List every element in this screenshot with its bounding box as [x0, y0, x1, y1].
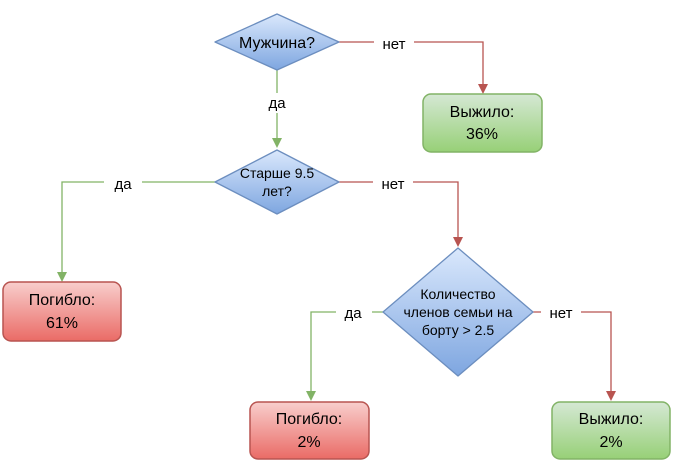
edge-label-bg: [104, 174, 142, 192]
outcome-died-2-line2: 2%: [297, 434, 320, 451]
edge-label-family-yes: да: [344, 305, 362, 322]
outcome-died-61-line1: Погибло:: [29, 292, 95, 309]
decision-family-label-line1: Количество: [420, 286, 495, 302]
outcome-survived-36-line1: Выжило:: [450, 104, 515, 121]
decision-age-label-line1: Старше 9.5: [240, 165, 315, 181]
decision-male: Мужчина?: [214, 13, 340, 71]
edge-age-yes: [57, 181, 215, 282]
outcome-survived-36-line2: 36%: [466, 126, 498, 143]
outcome-died-61: Погибло: 61%: [2, 281, 122, 342]
decision-family-label-line3: борту > 2.5: [422, 322, 494, 338]
edge-label-bg: [336, 303, 372, 321]
outcome-survived-2: Выжило: 2%: [551, 401, 671, 460]
edge-label-age-yes: да: [114, 176, 132, 193]
decision-family: Количество членов семьи на борту > 2.5: [382, 247, 534, 377]
edge-label-male-no: нет: [383, 36, 406, 53]
edge-label-male-yes: да: [268, 95, 286, 112]
edge-family-no: [533, 311, 616, 401]
outcome-died-2: Погибло: 2%: [249, 401, 370, 460]
decision-age: Старше 9.5 лет?: [214, 149, 340, 215]
edge-label-bg: [374, 33, 414, 53]
edge-label-family-no: нет: [550, 305, 573, 322]
outcome-survived-36: Выжило: 36%: [422, 93, 543, 153]
edge-label-age-no: нет: [382, 176, 405, 193]
decision-male-label: Мужчина?: [239, 35, 315, 52]
outcome-died-61-line2: 61%: [46, 315, 78, 332]
edge-label-bg: [258, 93, 296, 113]
decision-age-label-line2: лет?: [262, 183, 292, 199]
outcome-survived-2-line2: 2%: [599, 434, 622, 451]
edge-label-bg: [541, 303, 581, 321]
edge-family-yes: [306, 311, 383, 401]
outcome-survived-2-line1: Выжило:: [579, 411, 644, 428]
edge-label-bg: [373, 174, 413, 192]
outcome-died-2-line1: Погибло:: [276, 411, 342, 428]
decision-family-label-line2: членов семьи на: [403, 304, 512, 320]
